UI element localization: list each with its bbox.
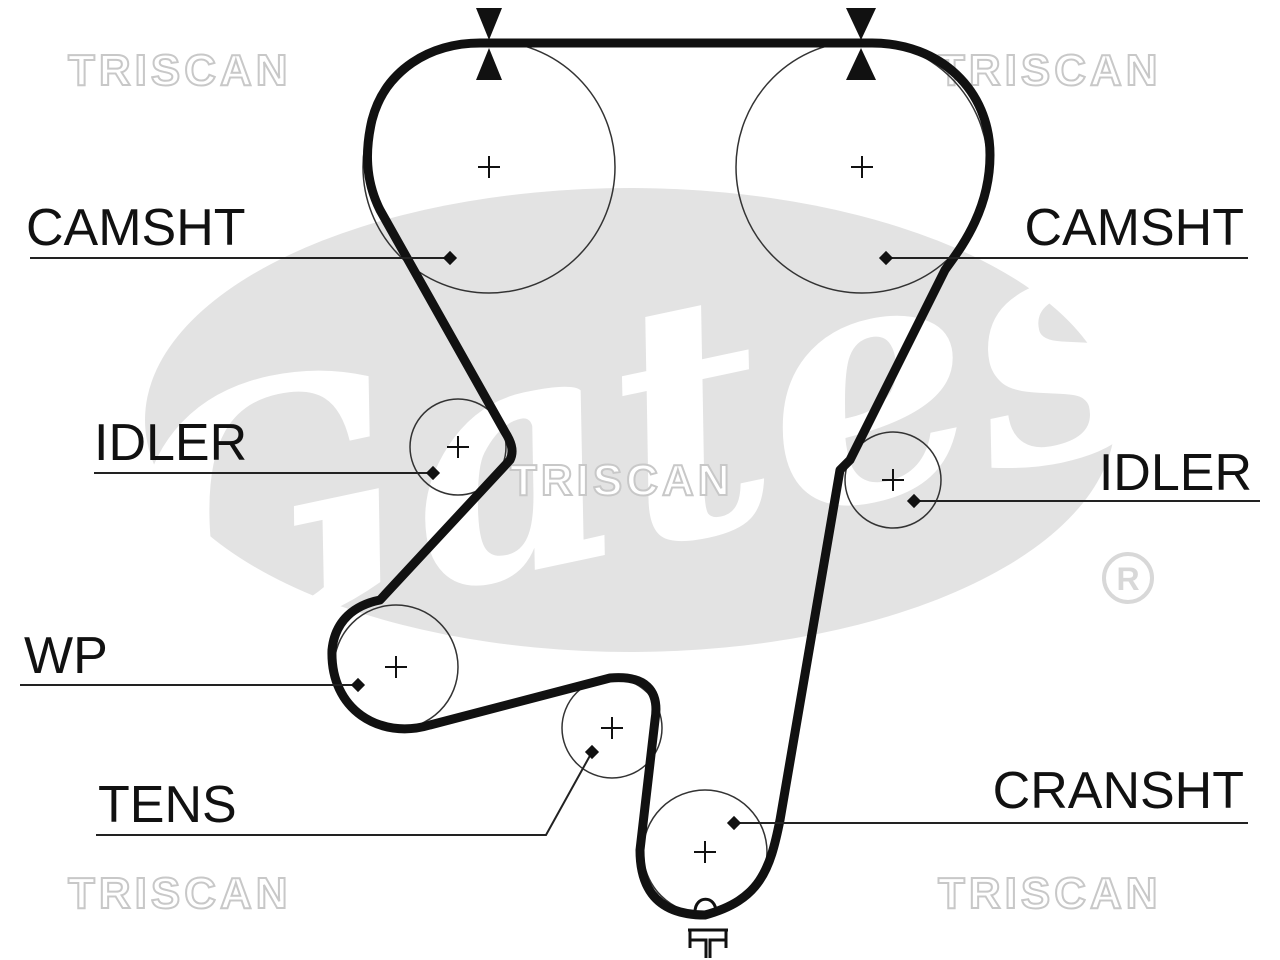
watermark-bottom-right: TRISCAN (938, 869, 1162, 918)
camshaft-left-center-icon (478, 156, 500, 178)
timing-mark-left-top-icon (476, 8, 502, 40)
dot-water-pump (350, 677, 366, 693)
timing-belt (327, 38, 995, 920)
timing-mark-right-bottom-icon (846, 48, 876, 80)
label-idler-right: IDLER (1099, 444, 1252, 502)
idler-left-center-icon (447, 436, 469, 458)
tensioner-center-icon (601, 717, 623, 739)
watermark-bottom-left: TRISCAN (68, 869, 292, 918)
dot-crankshaft (726, 815, 742, 831)
watermarks: TRISCAN TRISCAN TRISCAN TRISCAN TRISCAN (67, 45, 1162, 919)
label-tensioner: TENS (98, 776, 237, 834)
label-crankshaft: CRANSHT (993, 762, 1244, 820)
label-water-pump: WP (24, 627, 108, 685)
crankshaft-center-icon (694, 841, 716, 863)
idler-right-pulley (844, 431, 942, 529)
registered-mark-text: R (1116, 561, 1139, 597)
registered-mark-circle (1102, 552, 1154, 604)
crankshaft-key-icon (688, 897, 728, 958)
watermark-center: TRISCAN (510, 456, 734, 505)
label-camshaft-right: CAMSHT (1024, 199, 1244, 257)
dot-idler-left (425, 465, 441, 481)
timing-mark-right-top-icon (846, 8, 876, 40)
leader-tensioner (96, 751, 593, 836)
component-labels: CAMSHT CAMSHT IDLER IDLER WP TENS CRANSH… (24, 199, 1252, 834)
idler-right-center-icon (882, 469, 904, 491)
watermark-top-right: TRISCAN (938, 46, 1162, 95)
watermark-top-left: TRISCAN (68, 46, 292, 95)
dot-camshaft-left (442, 250, 458, 266)
pulley-centers (385, 156, 904, 863)
idler-left-pulley (409, 398, 507, 496)
dot-idler-right (906, 493, 922, 509)
camshaft-right-center-icon (851, 156, 873, 178)
label-camshaft-left: CAMSHT (26, 199, 246, 257)
water-pump-center-icon (385, 656, 407, 678)
leader-dots (350, 250, 922, 831)
timing-mark-left-bottom-icon (476, 48, 502, 80)
label-idler-left: IDLER (94, 414, 247, 472)
timing-marks (476, 8, 876, 80)
leader-lines (20, 257, 1260, 836)
gates-logo-ellipse (145, 188, 1115, 652)
dot-tensioner (584, 744, 600, 760)
dot-camshaft-right (878, 250, 894, 266)
